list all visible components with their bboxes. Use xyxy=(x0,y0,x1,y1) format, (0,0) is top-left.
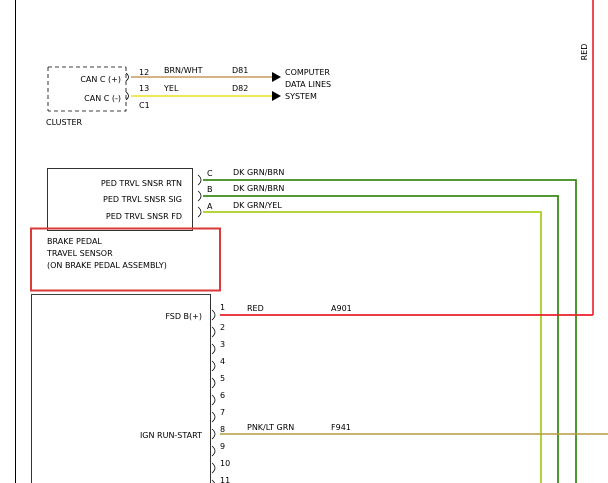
circuit-id: D82 xyxy=(232,84,248,93)
module-component[interactable]: FSD B(+) IGN RUN-START 1 2 3 4 5 6 7 8 9 10 11 xyxy=(31,294,231,483)
ped-pin-letter-1: B xyxy=(207,185,213,194)
module-pin-number: 4 xyxy=(220,357,225,366)
ped-pin-letter-2: A xyxy=(207,202,213,211)
ped-pin-bracket-1 xyxy=(197,190,202,202)
module-pin-number: 5 xyxy=(220,374,225,383)
module-pin-bracket xyxy=(211,326,216,338)
module-pin-label-fsd: FSD B(+) xyxy=(165,312,202,321)
circuit-id: D81 xyxy=(232,66,248,75)
ped-pin-letter-0: C xyxy=(207,169,213,178)
wire-color-label: PNK/LT GRN xyxy=(247,423,294,432)
wire-dk-grn-yel-a xyxy=(203,211,542,483)
module-pin-number: 11 xyxy=(220,476,230,483)
cluster-pin-number-0: 12 xyxy=(139,68,149,77)
destination-line-0: COMPUTER xyxy=(285,68,330,77)
wire-dk-grn-brn-b xyxy=(203,195,559,483)
wire-color-label: DK GRN/BRN xyxy=(233,168,284,177)
arrow-head xyxy=(272,72,281,82)
module-outline xyxy=(31,294,211,483)
module-pin-bracket xyxy=(211,343,216,355)
module-pin-bracket xyxy=(211,411,216,423)
can-c-minus-wire[interactable]: YEL D82 xyxy=(131,84,281,101)
module-pin-bracket xyxy=(211,309,216,321)
cluster-pin-bracket-0 xyxy=(125,72,129,82)
destination-line-1: DATA LINES xyxy=(285,80,331,89)
module-pin-number: 6 xyxy=(220,391,225,400)
ign-wire[interactable]: PNK/LT GRN F941 xyxy=(220,423,608,435)
pedal-sensor-component[interactable]: PED TRVL SNSR RTN PED TRVL SNSR SIG PED … xyxy=(47,168,214,231)
pedal-sensor-caption[interactable]: BRAKE PEDAL TRAVEL SENSOR (ON BRAKE PEDA… xyxy=(30,227,221,292)
cluster-pin-label-1: CAN C (-) xyxy=(84,94,121,103)
wire-dk-grn-brn-c xyxy=(203,179,577,483)
ped-wire-c[interactable]: DK GRN/BRN xyxy=(203,168,577,483)
caption-line-0: BRAKE PEDAL xyxy=(47,237,102,246)
ped-wire-b[interactable]: DK GRN/BRN xyxy=(203,184,559,483)
module-pin-number: 10 xyxy=(220,459,230,468)
cluster-outline xyxy=(48,67,127,112)
module-pin-bracket xyxy=(211,462,216,474)
ped-pin-bracket-0 xyxy=(197,174,202,186)
can-c-plus-wire[interactable]: BRN/WHT D81 xyxy=(131,66,281,82)
circuit-id: F941 xyxy=(331,423,351,432)
module-pin-bracket xyxy=(211,360,216,372)
destination-label: COMPUTER DATA LINES SYSTEM xyxy=(285,68,331,101)
wire-color-label: BRN/WHT xyxy=(164,66,203,75)
module-pin-number: 1 xyxy=(220,303,225,312)
wire-color-label: DK GRN/BRN xyxy=(233,184,284,193)
module-pin-bracket xyxy=(211,377,216,389)
cluster-pin-number-1: 13 xyxy=(139,84,149,93)
caption-line-1: TRAVEL SENSOR xyxy=(46,249,113,258)
red-riser-wire[interactable]: RED xyxy=(580,0,594,315)
ped-wire-a[interactable]: DK GRN/YEL xyxy=(203,201,542,483)
caption-line-2: (ON BRAKE PEDAL ASSEMBLY) xyxy=(47,261,167,270)
module-pin-number: 7 xyxy=(220,408,225,417)
caption-highlight-box xyxy=(30,227,221,292)
module-pin-bracket xyxy=(211,479,215,483)
ped-pin-bracket-2 xyxy=(197,206,202,218)
module-pin-list: 1 2 3 4 5 6 7 8 9 10 11 xyxy=(211,303,230,483)
cluster-component[interactable]: CAN C (+) CAN C (-) 12 13 C1 CLUSTER xyxy=(46,66,150,127)
red-riser-label: RED xyxy=(580,44,589,61)
module-pin-number: 9 xyxy=(220,442,225,451)
destination-line-2: SYSTEM xyxy=(285,92,317,101)
cluster-pin-bracket-1 xyxy=(125,91,129,101)
cluster-pin-label-0: CAN C (+) xyxy=(80,75,121,84)
arrow-head xyxy=(272,91,281,101)
circuit-id: A901 xyxy=(331,304,352,313)
ped-pin-label-0: PED TRVL SNSR RTN xyxy=(101,179,182,188)
module-pin-bracket xyxy=(211,394,216,406)
ped-pin-label-1: PED TRVL SNSR SIG xyxy=(103,195,182,204)
module-pin-bracket xyxy=(211,445,216,457)
wire-color-label: RED xyxy=(247,304,264,313)
ped-pin-label-2: PED TRVL SNSR FD xyxy=(106,212,182,221)
cluster-name: CLUSTER xyxy=(46,118,83,127)
cluster-connector-id: C1 xyxy=(139,101,150,110)
module-pin-number: 2 xyxy=(220,323,225,332)
module-pin-number: 3 xyxy=(220,340,225,349)
pedal-sensor-box xyxy=(47,168,193,231)
module-pin-bracket xyxy=(211,428,216,440)
module-pin-label-ign: IGN RUN-START xyxy=(140,431,202,440)
module-pin-number: 8 xyxy=(220,425,225,434)
wire-color-label: DK GRN/YEL xyxy=(233,201,282,210)
wire-color-label: YEL xyxy=(163,84,179,93)
fsd-wire[interactable]: RED A901 xyxy=(220,304,593,316)
